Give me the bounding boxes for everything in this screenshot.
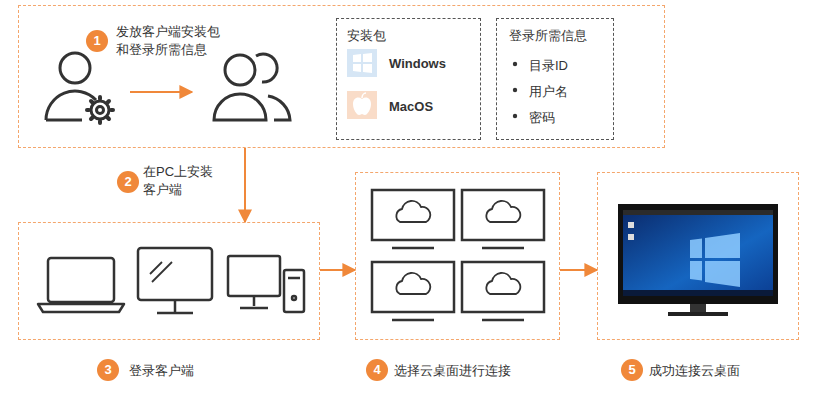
login-info-box: 登录所需信息目录ID 用户名密码 — [496, 18, 614, 140]
node-item: 密码 — [529, 109, 555, 127]
callout-number: 2 — [117, 171, 139, 193]
node-heading: 发放客户端安装包 和登录所需信息 — [116, 23, 228, 59]
node-item: Windows — [389, 55, 446, 73]
edge-label: 在PC上安装 客户端 — [143, 163, 219, 199]
callout-number: 5 — [621, 359, 643, 381]
node-item: 用户名 — [529, 83, 568, 101]
node-heading: 成功连接云桌面 — [649, 362, 740, 380]
flow-arrow — [244, 148, 246, 222]
node-item: MacOS — [389, 98, 433, 116]
node-heading: 登录所需信息 — [509, 27, 587, 45]
connected-desktop — [618, 204, 778, 316]
callout-number: 1 — [86, 30, 108, 52]
windows-icon — [347, 49, 377, 77]
node-item: 目录ID — [529, 57, 568, 75]
connected-desktop-panel: 成功连接云桌面 — [597, 172, 799, 340]
flow-arrow — [320, 269, 355, 271]
monitor-icon — [138, 248, 212, 313]
callout-number: 4 — [366, 359, 388, 381]
node-heading: 登录客户端 — [129, 362, 194, 380]
laptop-icon — [38, 258, 124, 312]
cloud-desktop-panel: 选择云桌面进行连接 — [355, 172, 560, 340]
package-box: 安装包WindowsMacOS — [336, 18, 481, 140]
macos-icon — [347, 91, 377, 119]
bullet-dots — [513, 62, 517, 118]
desktop-icon — [228, 256, 304, 312]
flow-arrow — [560, 269, 597, 271]
cloud-desktops — [372, 190, 544, 320]
admin-icon — [46, 53, 113, 123]
callout-number: 3 — [97, 359, 119, 381]
users-icon — [214, 54, 290, 120]
node-heading: 选择云桌面进行连接 — [394, 362, 511, 380]
node-heading: 安装包 — [347, 27, 386, 45]
client-device-panel: 登录客户端 — [18, 222, 320, 340]
distribution-panel: 安装包WindowsMacOS 登录所需信息目录ID 用户名密码 发放客户端安装包 和… — [18, 5, 665, 148]
handover-arrow — [130, 91, 192, 93]
